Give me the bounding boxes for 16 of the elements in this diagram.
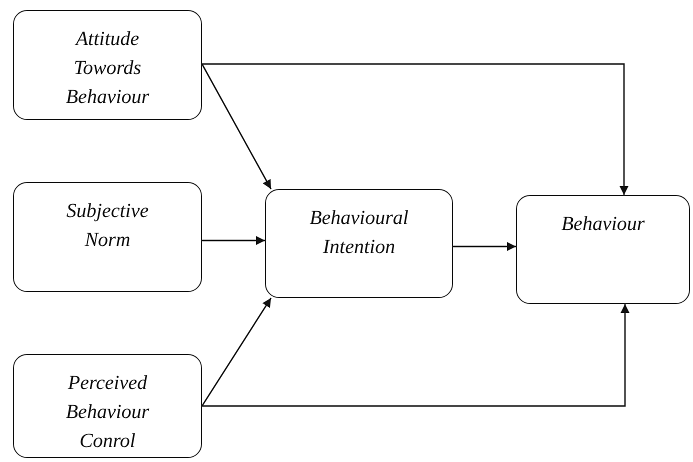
rounded-box xyxy=(13,182,202,292)
arrow xyxy=(453,242,516,251)
node-label: Attitude Towords Behaviour xyxy=(64,27,150,110)
rounded-box xyxy=(13,354,202,458)
arrow xyxy=(202,236,265,245)
rounded-box xyxy=(265,189,453,298)
arrow xyxy=(201,298,272,406)
node-label: Perceived Behaviour Conrol xyxy=(64,371,150,454)
arrow xyxy=(202,304,630,407)
node-label: Subjective Norm xyxy=(65,199,150,253)
rounded-box xyxy=(516,195,690,304)
arrow xyxy=(201,64,272,190)
arrow xyxy=(202,63,628,195)
rounded-box xyxy=(13,10,202,120)
node-label: Behavioural Intention xyxy=(308,206,410,260)
node-label: Behaviour xyxy=(560,212,646,237)
